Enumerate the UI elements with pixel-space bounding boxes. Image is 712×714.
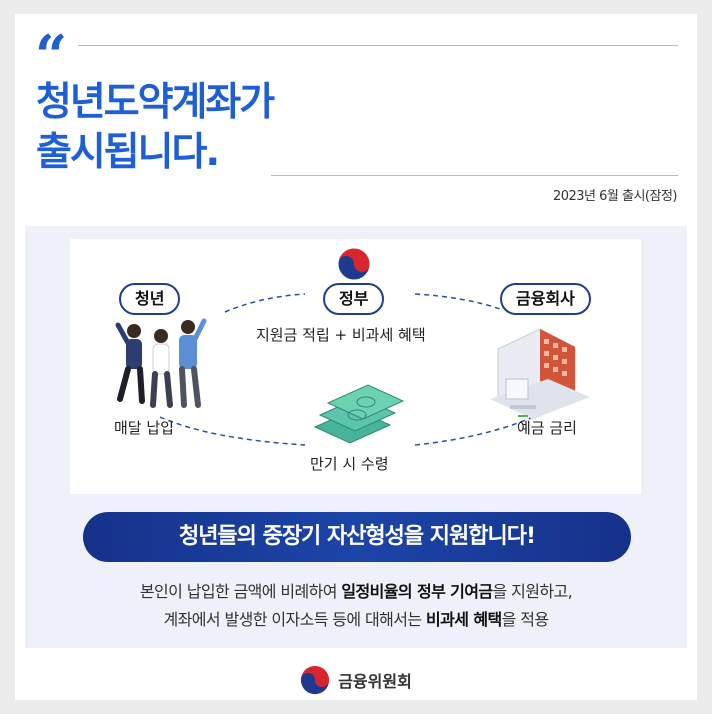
- title-divider: [271, 175, 678, 176]
- bank-building-illustration-icon: [490, 328, 590, 420]
- description-text: 계좌에서 발생한 이자소득 등에 대해서는: [163, 610, 427, 629]
- footer: 금융위원회: [15, 662, 697, 698]
- description-text: 을 지원하고,: [492, 582, 573, 601]
- flow-diagram: 청년 정부 금융회사 지원금 적립 + 비과세 혜택 매달 납입 예금 금리 만…: [70, 239, 641, 494]
- description-line-1: 본인이 납입한 금액에 비례하여 일정비율의 정부 기여금을 지원하고,: [25, 578, 687, 606]
- node-youth: 청년: [119, 283, 181, 315]
- description-emphasis: 일정비율의 정부 기여금: [341, 582, 493, 601]
- top-divider: [78, 45, 678, 46]
- info-panel: 청년 정부 금융회사 지원금 적립 + 비과세 혜택 매달 납입 예금 금리 만…: [25, 226, 687, 648]
- node-bank: 금융회사: [500, 283, 591, 315]
- quote-mark-icon: “: [35, 23, 68, 89]
- deposit-interest-label: 예금 금리: [517, 419, 577, 437]
- release-date: 2023년 6월 출시(잠정): [552, 189, 678, 204]
- link-youth-maturity: [159, 416, 306, 446]
- government-benefit-label: 지원금 적립 + 비과세 혜택: [256, 326, 426, 344]
- government-emblem-icon: [301, 665, 330, 695]
- organization-name: 금융위원회: [338, 672, 412, 691]
- link-government-bank: [414, 293, 501, 310]
- headline-banner: 청년들의 중장기 자산형성을 지원합니다!: [83, 512, 631, 562]
- description-text: 본인이 납입한 금액에 비례하여: [139, 582, 342, 601]
- card: “ 청년도약계좌가 출시됩니다. 2023년 6월 출시(잠정): [15, 14, 697, 700]
- title-line-2: 출시됩니다.: [36, 130, 220, 175]
- flow-links: [115, 247, 590, 446]
- maturity-label: 만기 시 수령: [310, 455, 389, 473]
- node-government: 정부: [323, 283, 385, 315]
- title-line-1: 청년도약계좌가: [36, 80, 275, 125]
- monthly-payment-label: 매달 납입: [114, 419, 174, 437]
- description-line-2: 계좌에서 발생한 이자소득 등에 대해서는 비과세 혜택을 적용: [25, 606, 687, 634]
- description-emphasis: 비과세 혜택: [426, 610, 502, 629]
- description-text: 을 적용: [501, 610, 549, 629]
- money-stack-illustration-icon: [313, 384, 405, 444]
- government-emblem-icon: [337, 247, 371, 281]
- page-title: 청년도약계좌가 출시됩니다.: [36, 78, 275, 178]
- youth-people-illustration-icon: [115, 318, 207, 408]
- description: 본인이 납입한 금액에 비례하여 일정비율의 정부 기여금을 지원하고, 계좌에…: [25, 578, 687, 634]
- link-youth-government: [224, 293, 306, 313]
